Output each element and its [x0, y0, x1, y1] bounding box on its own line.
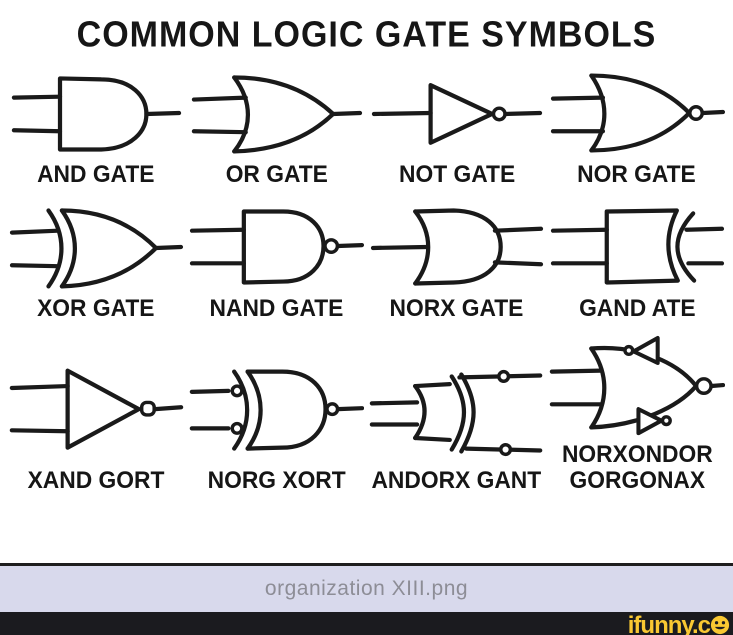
gate-label: GAND ATE: [578, 295, 696, 323]
gate-cell-not: NOT GATE: [367, 65, 547, 187]
gate-cell-and: AND GATE: [6, 65, 186, 187]
divider-line: [0, 563, 733, 566]
ifunny-logo: ifunny.c: [628, 612, 730, 635]
smiley-face-icon: [710, 615, 730, 635]
gate-grid: AND GATE OR GATE NO: [0, 61, 733, 493]
gate-cell-norg-xort: NORG XORT: [186, 333, 366, 494]
not-gate-symbol: [371, 83, 542, 145]
gate-label: NAND GATE: [209, 295, 344, 323]
norxondor-gorgonax-symbol: [549, 336, 725, 436]
filename-bar: organization XIII.png: [0, 566, 733, 612]
andorx-gant-symbol: [369, 369, 542, 456]
gate-cell-or: OR GATE: [186, 65, 366, 187]
gand-ate-symbol: [550, 208, 724, 285]
gate-cell-norxondor: NORXONDOR GORGONAX: [547, 333, 727, 494]
ifunny-footer: organization XIII.png ifunny.c: [0, 563, 733, 635]
xand-gort-symbol: [9, 368, 184, 450]
gate-label: NOR GATE: [577, 161, 697, 188]
comic: COMMON LOGIC GATE SYMBOLS AND GATE: [0, 15, 733, 493]
gate-label: NORX GATE: [389, 295, 524, 323]
gate-label: ANDORX GANT: [371, 466, 542, 494]
gate-label: AND GATE: [37, 161, 155, 188]
gate-cell-xand-gort: XAND GORT: [6, 333, 186, 494]
norx-gate-symbol: [370, 208, 543, 286]
ifunny-logo-text: ifunny.c: [627, 612, 711, 635]
and-gate-symbol: [11, 76, 182, 152]
gate-cell-andorx-gant: ANDORX GANT: [367, 333, 547, 494]
xor-gate-symbol: [10, 208, 184, 289]
watermark-bar: ifunny.c: [0, 612, 733, 635]
gate-cell-nand: NAND GATE: [186, 199, 366, 321]
gate-label: NORG XORT: [207, 466, 346, 494]
gate-cell-gand: GAND ATE: [547, 199, 727, 321]
norg-xort-symbol: [190, 369, 365, 451]
gate-label: XOR GATE: [37, 295, 155, 323]
nor-gate-symbol: [550, 73, 725, 153]
nand-gate-symbol: [190, 209, 365, 285]
gate-cell-norx: NORX GATE: [367, 199, 547, 321]
or-gate-symbol: [192, 75, 363, 154]
comic-title: COMMON LOGIC GATE SYMBOLS: [76, 15, 657, 55]
gate-label: NORXONDOR GORGONAX: [561, 441, 713, 494]
gate-label: OR GATE: [225, 161, 328, 188]
gate-label: NOT GATE: [398, 161, 515, 188]
filename-text: organization XIII.png: [264, 577, 469, 600]
gate-cell-nor: NOR GATE: [547, 65, 727, 187]
gate-cell-xor: XOR GATE: [6, 199, 186, 321]
gate-label: XAND GORT: [27, 466, 165, 494]
